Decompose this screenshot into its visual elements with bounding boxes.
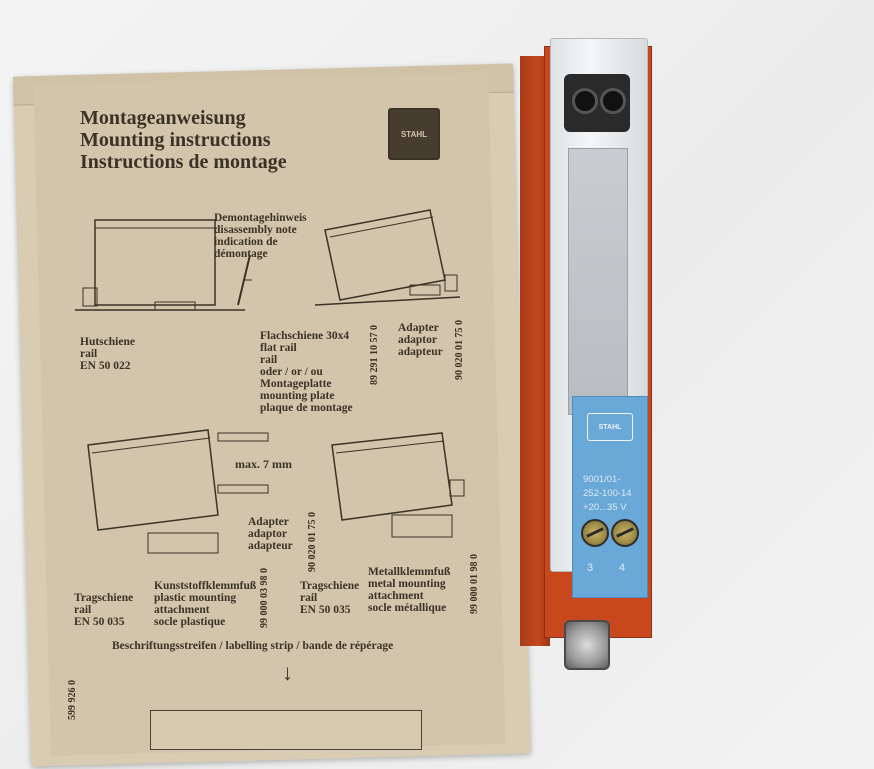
trag-right-3: EN 50 035	[300, 604, 351, 616]
adapter-mid-2: adaptor	[248, 528, 287, 540]
title-en: Mounting instructions	[80, 129, 271, 151]
arrow-down-icon: ↓	[282, 660, 293, 685]
trag-right-2: rail	[300, 592, 318, 604]
module-blue-label: STAHL 9001/01- 252-100-14 +20...35 V 3 4	[572, 396, 648, 598]
labelling-strip-outline	[150, 710, 422, 750]
adapter-top-1: Adapter	[398, 322, 439, 334]
trag-left-2: rail	[74, 604, 92, 616]
labelling-strip-caption: Beschriftungsstreifen / labelling strip …	[112, 640, 394, 652]
terminal-number-left: 3	[587, 562, 594, 574]
demontage-line-2: disassembly note	[214, 224, 297, 236]
kunst-3: attachment	[154, 604, 210, 616]
top-terminal-block	[564, 74, 630, 132]
flach-line-2: flat rail	[260, 342, 297, 354]
diagram-metal-rail	[331, 432, 465, 538]
diagram-hat-rail	[75, 219, 245, 311]
flach-line-6: mounting plate	[260, 390, 335, 402]
metall-1: Metallklemmfuß	[368, 566, 451, 578]
diagram-standard-rail	[87, 429, 269, 554]
metall-3: attachment	[368, 590, 424, 602]
card-inner-panel	[33, 72, 506, 756]
kunst-code: 99 000 03 98 0	[259, 568, 270, 628]
adapter-top-code: 90 020 01 75 0	[454, 320, 465, 380]
hutschiene-label: Hutschiene	[80, 336, 135, 348]
stahl-logo-icon: STAHL	[388, 108, 440, 160]
model-line-3: +20...35 V	[583, 502, 627, 513]
terminal-screw-icon	[581, 519, 609, 547]
flach-line-5: Montageplatte	[260, 378, 332, 390]
metall-2: metal mounting	[368, 578, 446, 590]
top-screw-hole-icon	[600, 88, 626, 114]
flach-line-7: plaque de montage	[260, 402, 353, 414]
title-fr: Instructions de montage	[80, 151, 287, 173]
adapter-top-2: adaptor	[398, 334, 437, 346]
trag-left-1: Tragschiene	[74, 592, 134, 604]
flach-line-1: Flachschiene 30x4	[260, 330, 350, 342]
bottom-mounting-screw-icon	[564, 620, 610, 670]
adapter-mid-code: 90 020 01 75 0	[307, 512, 318, 572]
trag-right-1: Tragschiene	[300, 580, 360, 592]
diagram-disassembly-tool	[237, 254, 252, 306]
metall-4: socle métallique	[368, 602, 447, 614]
adapter-mid-1: Adapter	[248, 516, 289, 528]
title-de: Montageanweisung	[80, 107, 246, 129]
demontage-line-4: démontage	[214, 248, 268, 260]
hutschiene-rail: rail	[80, 348, 98, 360]
stahl-module: STAHL 9001/01- 252-100-14 +20...35 V 3 4	[520, 38, 660, 670]
adapter-top-3: adapteur	[398, 346, 443, 358]
stahl-badge-icon: STAHL	[587, 413, 633, 441]
kunst-1: Kunststoffklemmfuß	[154, 580, 257, 592]
metall-code: 99 000 01 98 0	[469, 554, 480, 614]
model-line-1: 9001/01-	[583, 474, 621, 485]
demontage-line-1: Demontagehinweis	[214, 212, 307, 224]
doc-code: 599 926 0	[67, 680, 78, 720]
max-7mm-label: max. 7 mm	[235, 457, 292, 471]
model-line-2: 252-100-14	[583, 488, 632, 499]
adapter-mid-3: adapteur	[248, 540, 293, 552]
flach-code: 89 291 10 57 0	[369, 325, 380, 385]
flach-line-4: oder / or / ou	[260, 366, 323, 378]
module-window	[568, 148, 628, 415]
flach-line-3: rail	[260, 354, 278, 366]
kunst-4: socle plastique	[154, 616, 226, 628]
kunst-2: plastic mounting	[154, 592, 237, 604]
hutschiene-en: EN 50 022	[80, 360, 131, 372]
trag-left-3: EN 50 035	[74, 616, 125, 628]
terminal-screw-icon	[611, 519, 639, 547]
terminal-number-right: 4	[619, 562, 626, 574]
demontage-line-3: indication de	[214, 236, 278, 248]
diagram-flat-rail	[315, 209, 461, 306]
top-screw-hole-icon	[572, 88, 598, 114]
